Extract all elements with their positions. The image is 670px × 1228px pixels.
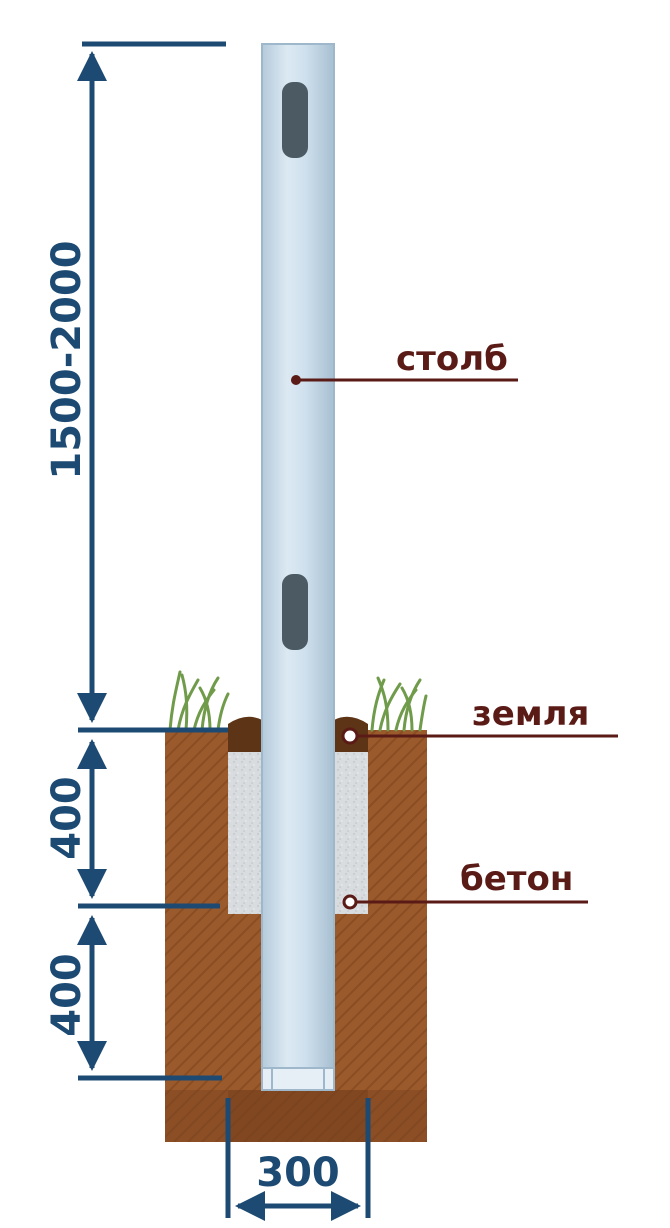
dimension-width-label: 300 — [256, 1150, 340, 1196]
label-post: столб — [396, 339, 508, 379]
dimension-height-label: 1500-2000 — [44, 240, 90, 479]
dimension-height — [77, 41, 228, 733]
hole-bottom — [228, 1090, 368, 1142]
post-slot-upper — [282, 82, 308, 158]
callout-post: столб — [291, 339, 518, 385]
dimension-upper-depth-label: 400 — [44, 776, 90, 860]
callout-soil: земля — [341, 694, 618, 745]
dimension-lower-depth-label: 400 — [44, 953, 90, 1037]
dimension-upper-depth — [77, 739, 220, 909]
grass-right — [370, 676, 428, 732]
post — [261, 43, 335, 1091]
label-soil: земля — [472, 694, 589, 734]
callout-concrete: бетон — [342, 859, 588, 910]
soil-collar-left — [228, 716, 262, 752]
label-concrete: бетон — [460, 859, 573, 899]
post-slot-lower — [282, 574, 308, 650]
dimension-width — [225, 1098, 371, 1221]
dimension-lower-depth — [77, 915, 222, 1081]
grass-left — [168, 670, 230, 732]
